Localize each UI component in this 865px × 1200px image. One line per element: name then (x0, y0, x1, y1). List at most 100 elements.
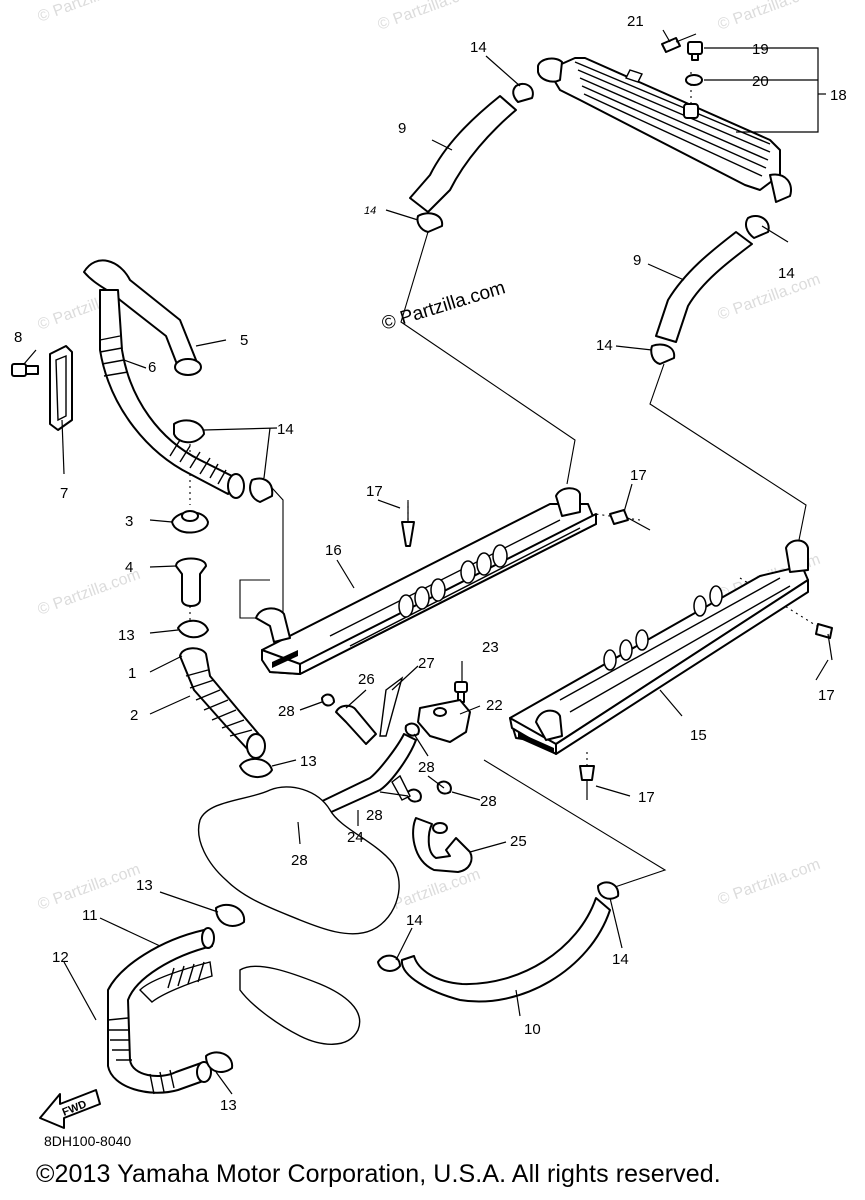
hose-10 (400, 897, 611, 1003)
upper-radiator (537, 57, 792, 203)
callout-27: 27 (418, 655, 435, 672)
callout-28: 28 (480, 793, 497, 810)
assembly-lines (189, 72, 821, 889)
callout-28: 28 (291, 852, 308, 869)
callout-8: 8 (14, 329, 22, 346)
clamp-13-a (177, 619, 209, 639)
callout-14: 14 (470, 39, 487, 56)
thermostat-4 (175, 557, 207, 607)
callout-14: 14 (778, 265, 795, 282)
bolt-19 (687, 41, 703, 61)
valve-22 (417, 699, 471, 743)
clamp-14-a (173, 419, 205, 444)
clamp-14-g (597, 881, 620, 900)
clamp-28-a (321, 693, 335, 707)
clamp-13-b (239, 758, 273, 778)
bolt-23 (454, 681, 468, 703)
hose-9-upper (409, 95, 517, 213)
callout-2: 2 (130, 707, 138, 724)
clamp-13-d (205, 1051, 234, 1073)
watermark: © Partzilla.com (36, 0, 143, 26)
clamp-14-top-left (416, 212, 444, 233)
callout-9: 9 (633, 252, 641, 269)
callout-13: 13 (300, 753, 317, 770)
callout-14: 14 (596, 337, 613, 354)
bracket-7 (49, 345, 73, 431)
callout-13: 13 (118, 627, 135, 644)
clamp-14-top (512, 82, 534, 103)
callout-24: 24 (347, 829, 364, 846)
callout-14: 14 (406, 912, 423, 929)
callout-13: 13 (220, 1097, 237, 1114)
callout-17: 17 (630, 467, 647, 484)
callout-10: 10 (524, 1021, 541, 1038)
callout-21: 21 (627, 13, 644, 30)
callout-12: 12 (52, 949, 69, 966)
callout-23: 23 (482, 639, 499, 656)
screw-17-d (579, 765, 595, 800)
callout-17: 17 (638, 789, 655, 806)
callouts: 21 14 19 20 18 9 14 9 14 14 8 5 6 14 7 1… (14, 13, 847, 1114)
watermark: © Partzilla.com (716, 271, 823, 324)
forward-arrow: FWD (39, 1089, 101, 1129)
callout-17: 17 (366, 483, 383, 500)
tie-27 (379, 676, 404, 737)
callout-15: 15 (690, 727, 707, 744)
callout-25: 25 (510, 833, 527, 850)
copyright-notice: ©2013 Yamaha Motor Corporation, U.S.A. A… (36, 1160, 721, 1188)
leader-lines (23, 29, 829, 1095)
clamp-28-b (404, 722, 420, 737)
diagram-code: 8DH100-8040 (44, 1133, 132, 1149)
center-watermark: © Partzilla.com (379, 277, 508, 335)
callout-22: 22 (486, 697, 503, 714)
hose-11-12 (107, 927, 215, 1095)
callout-14: 14 (364, 205, 376, 217)
callout-13: 13 (136, 877, 153, 894)
callout-17: 17 (818, 687, 835, 704)
hose-26 (335, 704, 377, 745)
callout-20: 20 (752, 73, 769, 90)
callout-7: 7 (60, 485, 68, 502)
cap-3 (171, 510, 209, 534)
callout-28: 28 (418, 759, 435, 776)
callout-1: 1 (128, 665, 136, 682)
clamp-14-right (745, 214, 770, 239)
callout-9: 9 (398, 120, 406, 137)
watermark: © Partzilla.com (376, 0, 483, 34)
hose-24 (311, 733, 417, 819)
callout-16: 16 (325, 542, 342, 559)
clip-21 (661, 33, 697, 53)
hose-1-2 (179, 647, 266, 759)
watermark: © Partzilla.com (716, 856, 823, 909)
clamp-14-right-low (650, 343, 676, 365)
clamp-28-c (406, 788, 422, 803)
radiator-15 (509, 539, 809, 755)
hose-9-right (655, 231, 753, 343)
callout-28: 28 (366, 807, 383, 824)
screw-17-c (815, 623, 833, 661)
washer-20 (685, 74, 703, 86)
callout-19: 19 (752, 41, 769, 58)
screw-17-b (609, 509, 651, 531)
callout-11: 11 (82, 907, 98, 924)
clamp-14-b (249, 477, 274, 503)
clamp-13-c (215, 903, 246, 927)
screw-17-a (401, 502, 415, 547)
bolt-8 (11, 363, 39, 377)
watermark: © Partzilla.com (36, 861, 143, 914)
watermark: © Partzilla.com (716, 0, 823, 34)
callout-5: 5 (240, 332, 248, 349)
callout-4: 4 (125, 559, 133, 576)
callout-14: 14 (277, 421, 294, 438)
callout-3: 3 (125, 513, 133, 530)
callout-18: 18 (830, 87, 847, 104)
engine-outline (198, 786, 400, 935)
hose-25 (412, 817, 473, 873)
callout-6: 6 (148, 359, 156, 376)
clamp-14-f (377, 954, 401, 972)
callout-14: 14 (612, 951, 629, 968)
radiator-16 (255, 487, 597, 675)
callout-26: 26 (358, 671, 375, 688)
callout-28: 28 (278, 703, 295, 720)
